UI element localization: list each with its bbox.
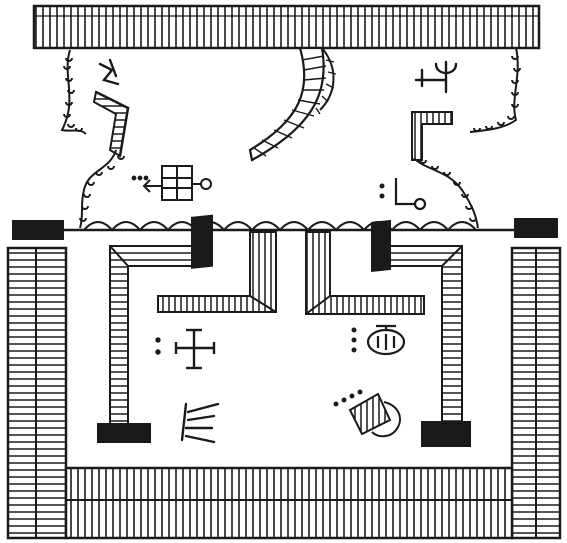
oval-glyph <box>351 324 406 356</box>
right-tower <box>510 246 562 540</box>
bottom-base <box>64 466 514 540</box>
left-scallop-curve <box>79 149 125 229</box>
left-dark-tab <box>191 214 213 269</box>
cross-glyph <box>155 328 216 370</box>
l-circle-glyph <box>379 178 427 211</box>
comb-glyph <box>180 402 220 444</box>
left-foot-block <box>97 423 151 443</box>
left-fringe-curve <box>60 49 87 135</box>
trident-rune-glyph <box>414 60 458 94</box>
fringed-leaf-glyph <box>333 389 401 438</box>
platform <box>12 218 558 240</box>
right-fringe-curve <box>469 47 521 133</box>
arrow-circle-glyph <box>131 165 212 201</box>
right-dark-tab <box>371 219 391 273</box>
right-scallop-curve <box>413 157 479 229</box>
right-foot-block <box>421 421 471 447</box>
left-tower <box>6 246 68 540</box>
left-zigzag-bar <box>92 90 130 158</box>
left-block <box>12 220 64 240</box>
feather-fan <box>248 46 337 162</box>
right-inner-frame <box>305 219 471 447</box>
left-inner-frame <box>97 214 277 443</box>
top-beam <box>32 4 541 50</box>
right-l-bar <box>411 111 453 161</box>
forked-rune-glyph <box>98 58 120 86</box>
right-block <box>514 218 558 238</box>
